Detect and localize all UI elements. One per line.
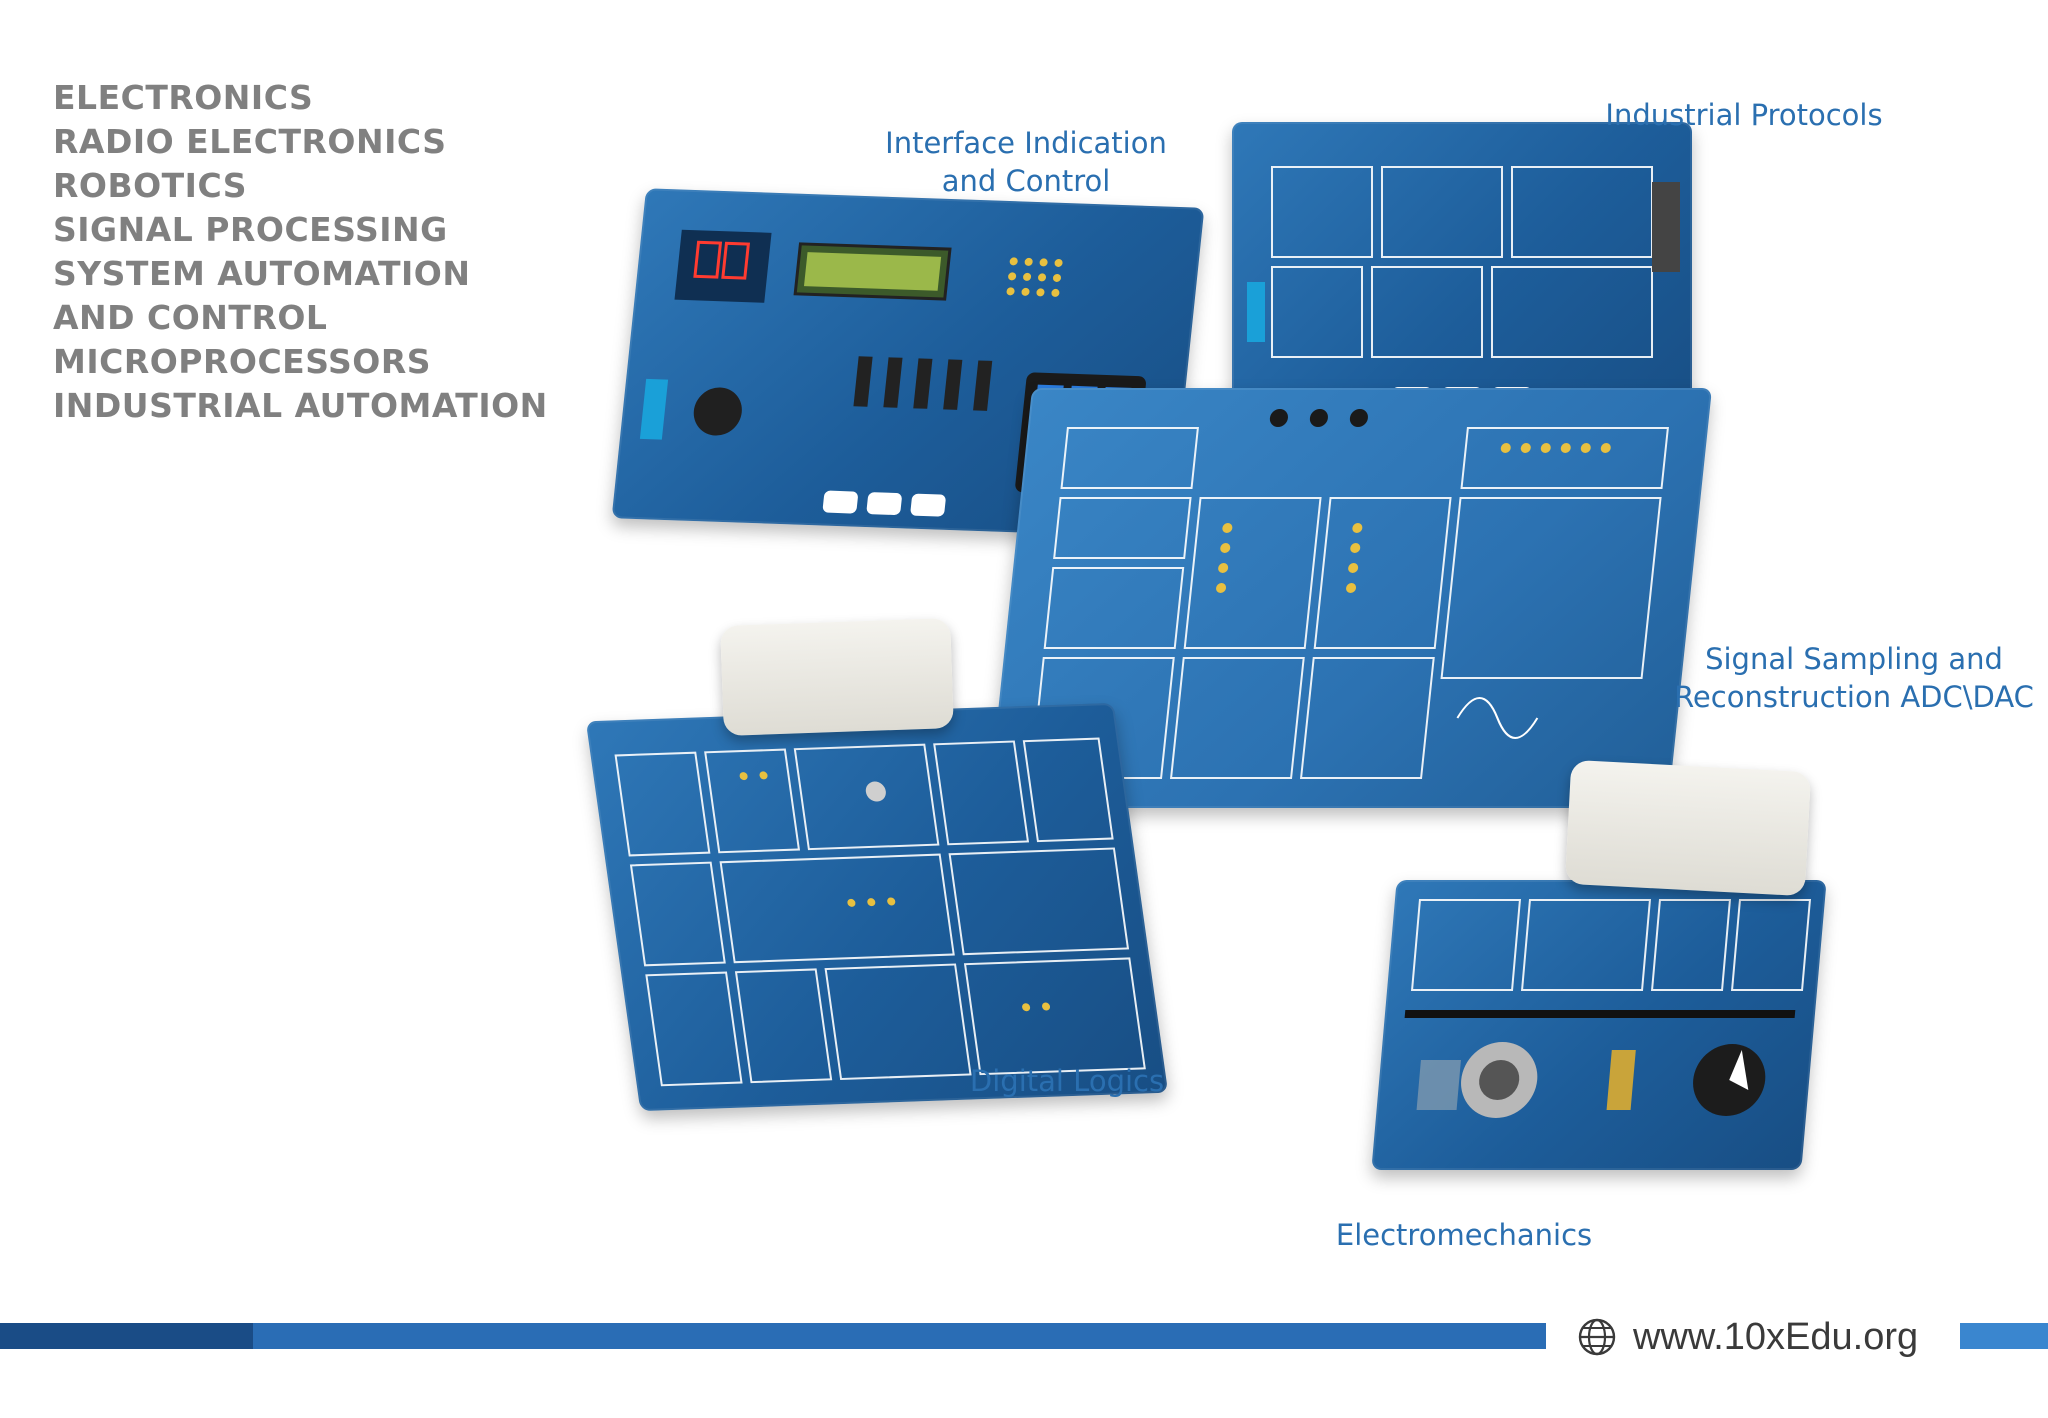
caption-digital: Digital Logics: [969, 1064, 1165, 1098]
footer-bar-dark: [0, 1323, 253, 1349]
daq-device-image: [720, 618, 954, 736]
footer-bar-light: [1960, 1323, 2048, 1349]
caption-signal: Signal Sampling and Reconstruction ADC\D…: [1674, 642, 2034, 714]
daq-device-image: [1564, 759, 1812, 897]
topic-item: SYSTEM AUTOMATION: [53, 254, 471, 293]
caption-electromechanics: Electromechanics: [1335, 1218, 1593, 1252]
caption-industrial: Industrial Protocols: [1605, 98, 1883, 132]
topic-item: MICROPROCESSORS: [53, 342, 431, 381]
footer-bar-mid: [253, 1323, 1546, 1349]
topic-item: ROBOTICS: [53, 166, 248, 205]
signal-board-image: [987, 388, 1713, 808]
protocols-board-image: [1232, 122, 1692, 440]
topic-item: AND CONTROL: [53, 298, 328, 337]
website-link[interactable]: www.10xEdu.org: [1633, 1316, 1919, 1358]
topics-list: ELECTRONICS RADIO ELECTRONICS ROBOTICS S…: [53, 76, 548, 428]
electromechanical-board-image: [1371, 880, 1827, 1170]
topic-item: INDUSTRIAL AUTOMATION: [53, 386, 548, 425]
topic-item: ELECTRONICS: [53, 78, 314, 117]
digital-logic-board-image: [585, 702, 1169, 1112]
topic-item: SIGNAL PROCESSING: [53, 210, 448, 249]
globe-icon: [1577, 1317, 1617, 1357]
caption-interface: Interface Indication and Control: [885, 126, 1167, 198]
topic-item: RADIO ELECTRONICS: [53, 122, 447, 161]
